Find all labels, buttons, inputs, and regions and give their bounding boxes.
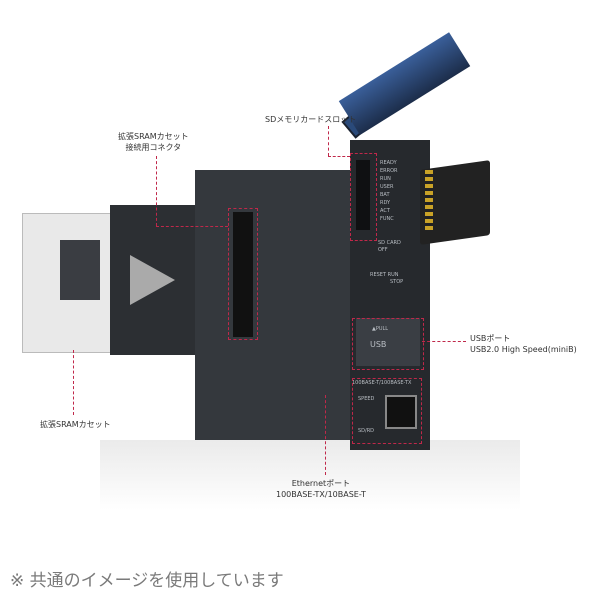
- sd-slot-opening: [356, 160, 370, 230]
- led-label: ERROR: [380, 168, 398, 174]
- sd-card-text: SD CARD: [378, 240, 401, 246]
- leader-ethernet: [325, 395, 326, 475]
- led-label: RDY: [380, 200, 391, 206]
- callout-line: USB2.0 High Speed(miniB): [470, 345, 577, 354]
- led-label: RUN: [380, 176, 391, 182]
- callout-sram-cassette: 拡張SRAMカセット: [40, 420, 111, 429]
- callout-box-sd-slot: [350, 153, 377, 241]
- leader-sram: [73, 350, 74, 415]
- sram-cassette-clip: [60, 240, 100, 300]
- callout-line: USBポート: [470, 334, 511, 343]
- sd-rd-label: SD/RD: [358, 428, 375, 434]
- callout-line: 接続用コネクタ: [125, 143, 182, 152]
- leader-connector: [156, 156, 157, 226]
- usb-pull-label: ▲PULL: [372, 326, 389, 332]
- callout-line: Ethernetポート: [291, 479, 351, 488]
- callout-ethernet: Ethernetポート 100BASE-TX/10BASE-T: [276, 478, 366, 500]
- sd-card-cover-arm: [338, 32, 471, 136]
- off-text: OFF: [378, 247, 388, 253]
- callout-usb: USBポート USB2.0 High Speed(miniB): [470, 333, 577, 355]
- connector-slot: [233, 212, 253, 337]
- led-label: USER: [380, 184, 394, 190]
- sd-card-contacts: [425, 170, 433, 230]
- footnote: ※ 共通のイメージを使用しています: [10, 571, 284, 591]
- callout-sram-connector: 拡張SRAMカセット接続用コネクタ: [118, 131, 189, 153]
- leader-sd-h: [328, 156, 350, 157]
- run-text: RUN: [387, 272, 399, 278]
- usb-label: USB: [370, 340, 387, 349]
- ethernet-label: 100BASE-T/100BASE-TX: [352, 380, 412, 386]
- usb-port-cover: [356, 318, 420, 366]
- callout-sd-slot: SDメモリカードスロット: [265, 115, 357, 124]
- leader-connector-h: [156, 226, 228, 227]
- callout-line: 100BASE-TX/10BASE-T: [276, 490, 366, 499]
- cassette-arrow: [130, 255, 175, 305]
- callout-box-connector: [228, 208, 258, 340]
- floor-reflection: [100, 440, 520, 510]
- rj45-port: [385, 395, 417, 429]
- callout-line: 拡張SRAMカセット: [118, 132, 189, 141]
- cpu-module-body: [195, 170, 355, 440]
- leader-sd: [328, 126, 329, 156]
- leader-usb: [422, 341, 466, 342]
- callout-box-ethernet: [352, 378, 422, 444]
- led-label: READY: [380, 160, 397, 166]
- reset-text: RESET: [370, 272, 387, 278]
- speed-label: SPEED: [358, 396, 375, 402]
- led-label: ACT: [380, 208, 390, 214]
- callout-box-usb: [352, 318, 424, 370]
- led-label: FUNC: [380, 216, 394, 222]
- led-label: BAT: [380, 192, 390, 198]
- stop-text: STOP: [390, 279, 404, 285]
